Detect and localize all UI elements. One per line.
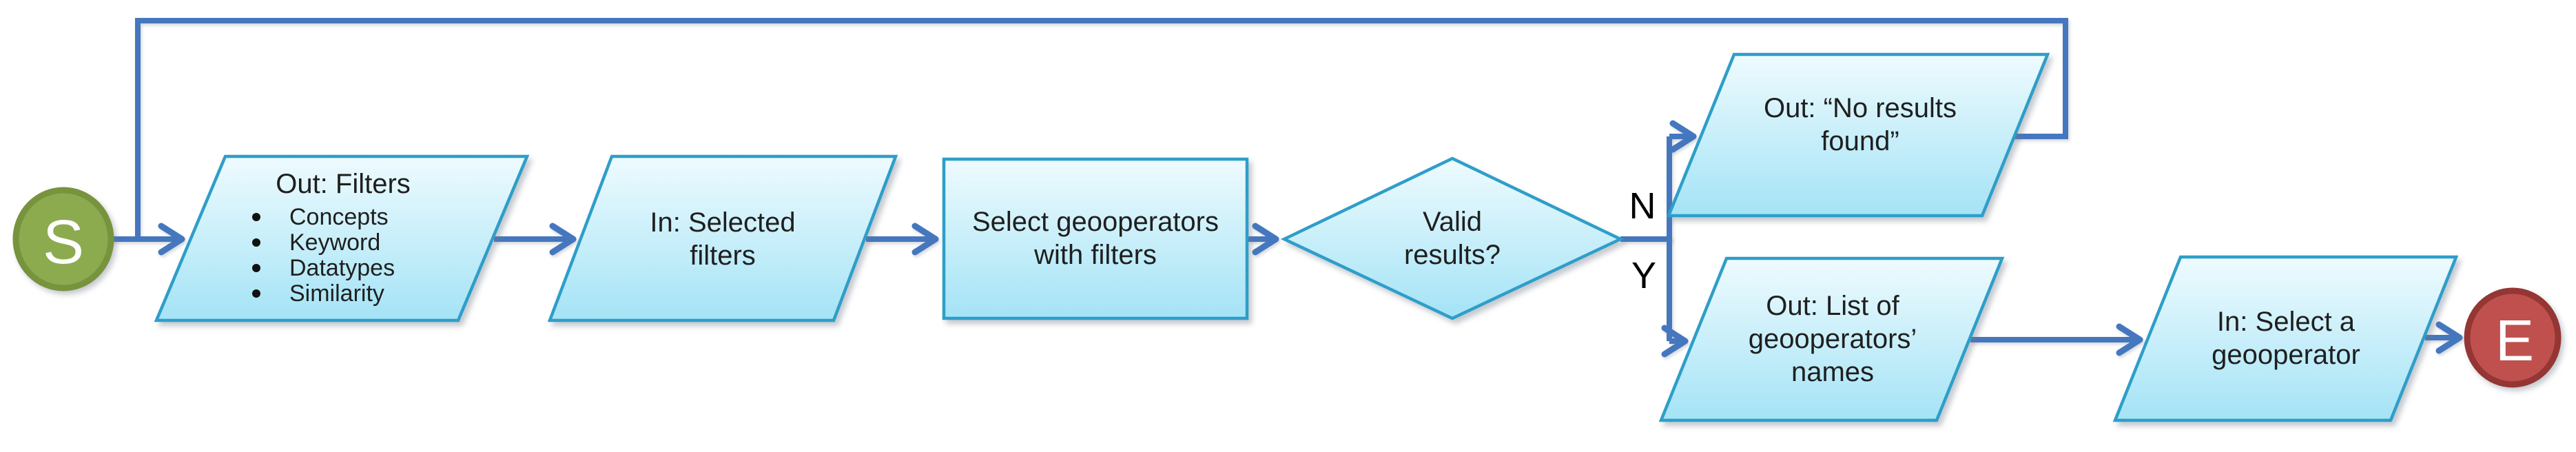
filter-bullet-item: Concepts — [243, 204, 444, 229]
select-a-geooperator-label: In: Select a geooperator — [2212, 307, 2360, 370]
select-geooperators-label: Select geooperators with filters — [971, 207, 1219, 270]
bullet-icon — [252, 212, 260, 221]
bullet-icon — [252, 263, 260, 272]
out-filters-list: Concepts Keyword Datatypes Similarity — [243, 204, 444, 306]
filter-bullet-item: Similarity — [243, 280, 444, 306]
valid-results-diamond — [1280, 156, 1625, 320]
list-of-names-label: Out: List of geooperators’ names — [1748, 291, 1917, 387]
start-terminal-circle — [12, 187, 114, 291]
filter-bullet-item: Datatypes — [243, 255, 444, 280]
in-selected-filters-parallelogram — [547, 154, 898, 322]
out-filters-block: Out: Filters Concepts Keyword Datatypes … — [243, 168, 444, 306]
filter-bullet-item: Keyword — [243, 229, 444, 255]
filter-bullet-label: Keyword — [289, 229, 381, 256]
end-label: E — [2495, 308, 2535, 373]
no-results-parallelogram — [1666, 52, 2050, 218]
no-results-label: Out: “No results found” — [1763, 93, 1957, 156]
end-terminal-circle — [2464, 287, 2562, 388]
filter-bullet-label: Concepts — [289, 203, 389, 230]
filter-bullet-label: Similarity — [289, 280, 384, 307]
yes-branch-label: Y — [1631, 255, 1657, 296]
out-filters-title: Out: Filters — [276, 169, 411, 199]
list-of-names-parallelogram — [1658, 256, 2005, 422]
filter-bullet-label: Datatypes — [289, 254, 395, 281]
valid-results-label: Valid results? — [1403, 207, 1501, 270]
bullet-icon — [252, 238, 260, 247]
start-label: S — [42, 208, 85, 277]
feedback-loop-connector — [135, 18, 2068, 238]
out-filters-parallelogram — [154, 154, 530, 322]
no-branch-label: N — [1629, 185, 1656, 227]
in-selected-filters-label: In: Selected filters — [650, 207, 796, 271]
bullet-icon — [252, 289, 260, 298]
select-a-geooperator-parallelogram — [2112, 255, 2459, 422]
select-geooperators-rectangle — [942, 157, 1249, 320]
